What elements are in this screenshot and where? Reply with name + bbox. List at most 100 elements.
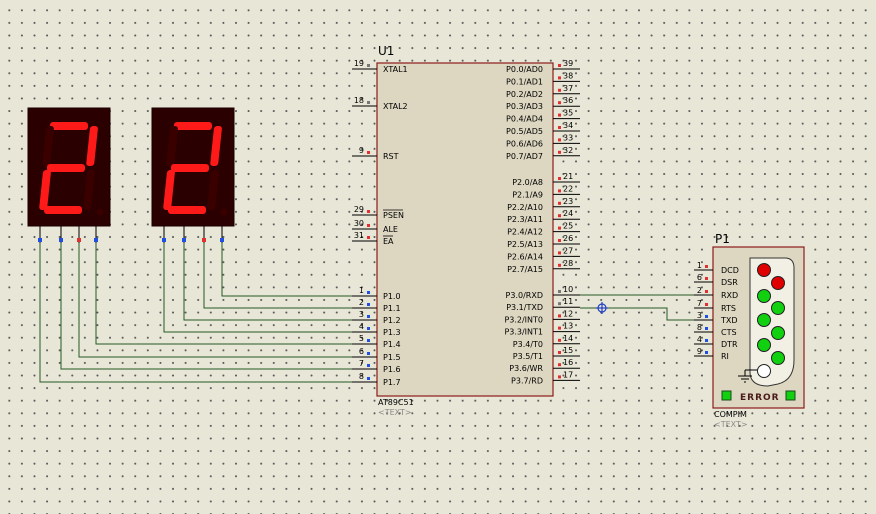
pin-state-marker	[705, 339, 708, 342]
mcu-at89c51[interactable]: U1 AT89C51 <TEXT> 19XTAL118XTAL29RST29PS…	[352, 44, 580, 417]
pin-number: 6	[697, 273, 702, 282]
pin-state-marker	[558, 226, 561, 230]
compim-pin-ri[interactable]: 9RI	[694, 347, 729, 361]
segment-d	[168, 206, 206, 214]
mcu-pin-p1-2[interactable]: 3P1.2	[352, 310, 401, 325]
pin-label: P2.4/A12	[507, 228, 543, 237]
pin-label: P2.0/A8	[512, 178, 543, 187]
pin-label: TXD	[720, 316, 738, 325]
wire-p1-5	[78, 243, 352, 358]
pin-state-marker	[705, 265, 708, 268]
segment-a	[174, 122, 212, 130]
pin-number: 38	[563, 71, 573, 80]
mcu-part: AT89C51	[378, 398, 414, 407]
segment-e	[163, 170, 175, 210]
segment-dp	[220, 208, 228, 216]
pin-number: 9	[359, 146, 364, 155]
mcu-pin-p1-7[interactable]: 8P1.7	[352, 372, 401, 387]
seven-segment-display-1	[27, 107, 111, 243]
display-pin-marker	[38, 238, 42, 242]
error-led-left	[721, 390, 732, 401]
pin-state-marker	[558, 214, 561, 218]
pin-state-marker	[558, 101, 561, 105]
status-led-6	[771, 326, 785, 340]
pin-label: P2.3/A11	[507, 215, 543, 224]
pin-state-marker	[558, 113, 561, 117]
pin-state-marker	[705, 303, 708, 306]
pin-state-marker	[558, 177, 561, 180]
mcu-pin-p1-3[interactable]: 4P1.3	[352, 322, 401, 337]
mcu-pin-p1-4[interactable]: 5P1.4	[352, 334, 401, 349]
compim-ref: P1	[715, 232, 730, 246]
pin-number: 26	[563, 234, 573, 243]
probe-marker[interactable]	[596, 302, 608, 314]
mcu-pin-p1-0[interactable]: 1P1.0	[352, 286, 401, 301]
pin-number: 21	[563, 172, 573, 181]
wire-p1-1	[203, 243, 352, 309]
pin-number: 28	[563, 259, 573, 268]
pin-number: 18	[354, 96, 364, 105]
pin-label: P1.6	[383, 365, 401, 374]
pin-state-marker	[705, 315, 708, 318]
pin-number: 33	[563, 133, 573, 142]
pin-label: P3.4/T0	[513, 340, 543, 349]
wire-p1-4	[95, 243, 352, 345]
pin-number: 19	[354, 59, 364, 68]
pin-number: 7	[697, 299, 702, 308]
pin-number: 2	[697, 286, 702, 295]
pin-label: P0.5/AD5	[506, 127, 543, 136]
segment-b	[210, 126, 222, 166]
compim-serial-port[interactable]: P1 COMPIM <TEXT> 1DCD6DSR2RXD7RTS3TXD8CT…	[694, 232, 805, 429]
mcu-pin-p1-6[interactable]: 7P1.6	[352, 359, 401, 374]
mcu-pin-p1-5[interactable]: 6P1.5	[352, 347, 401, 362]
pin-state-marker	[705, 327, 708, 330]
pin-label: P2.5/A13	[507, 240, 543, 249]
mcu-pin-p1-1[interactable]: 2P1.1	[352, 298, 401, 313]
pin-label: P3.3/INT1	[504, 328, 543, 337]
pin-number: 36	[563, 96, 573, 105]
pin-label: P0.2/AD2	[506, 90, 543, 99]
status-led-4	[771, 301, 785, 315]
wire-p1-0	[221, 243, 352, 297]
status-leds	[757, 263, 785, 378]
pin-state-marker	[558, 338, 561, 342]
